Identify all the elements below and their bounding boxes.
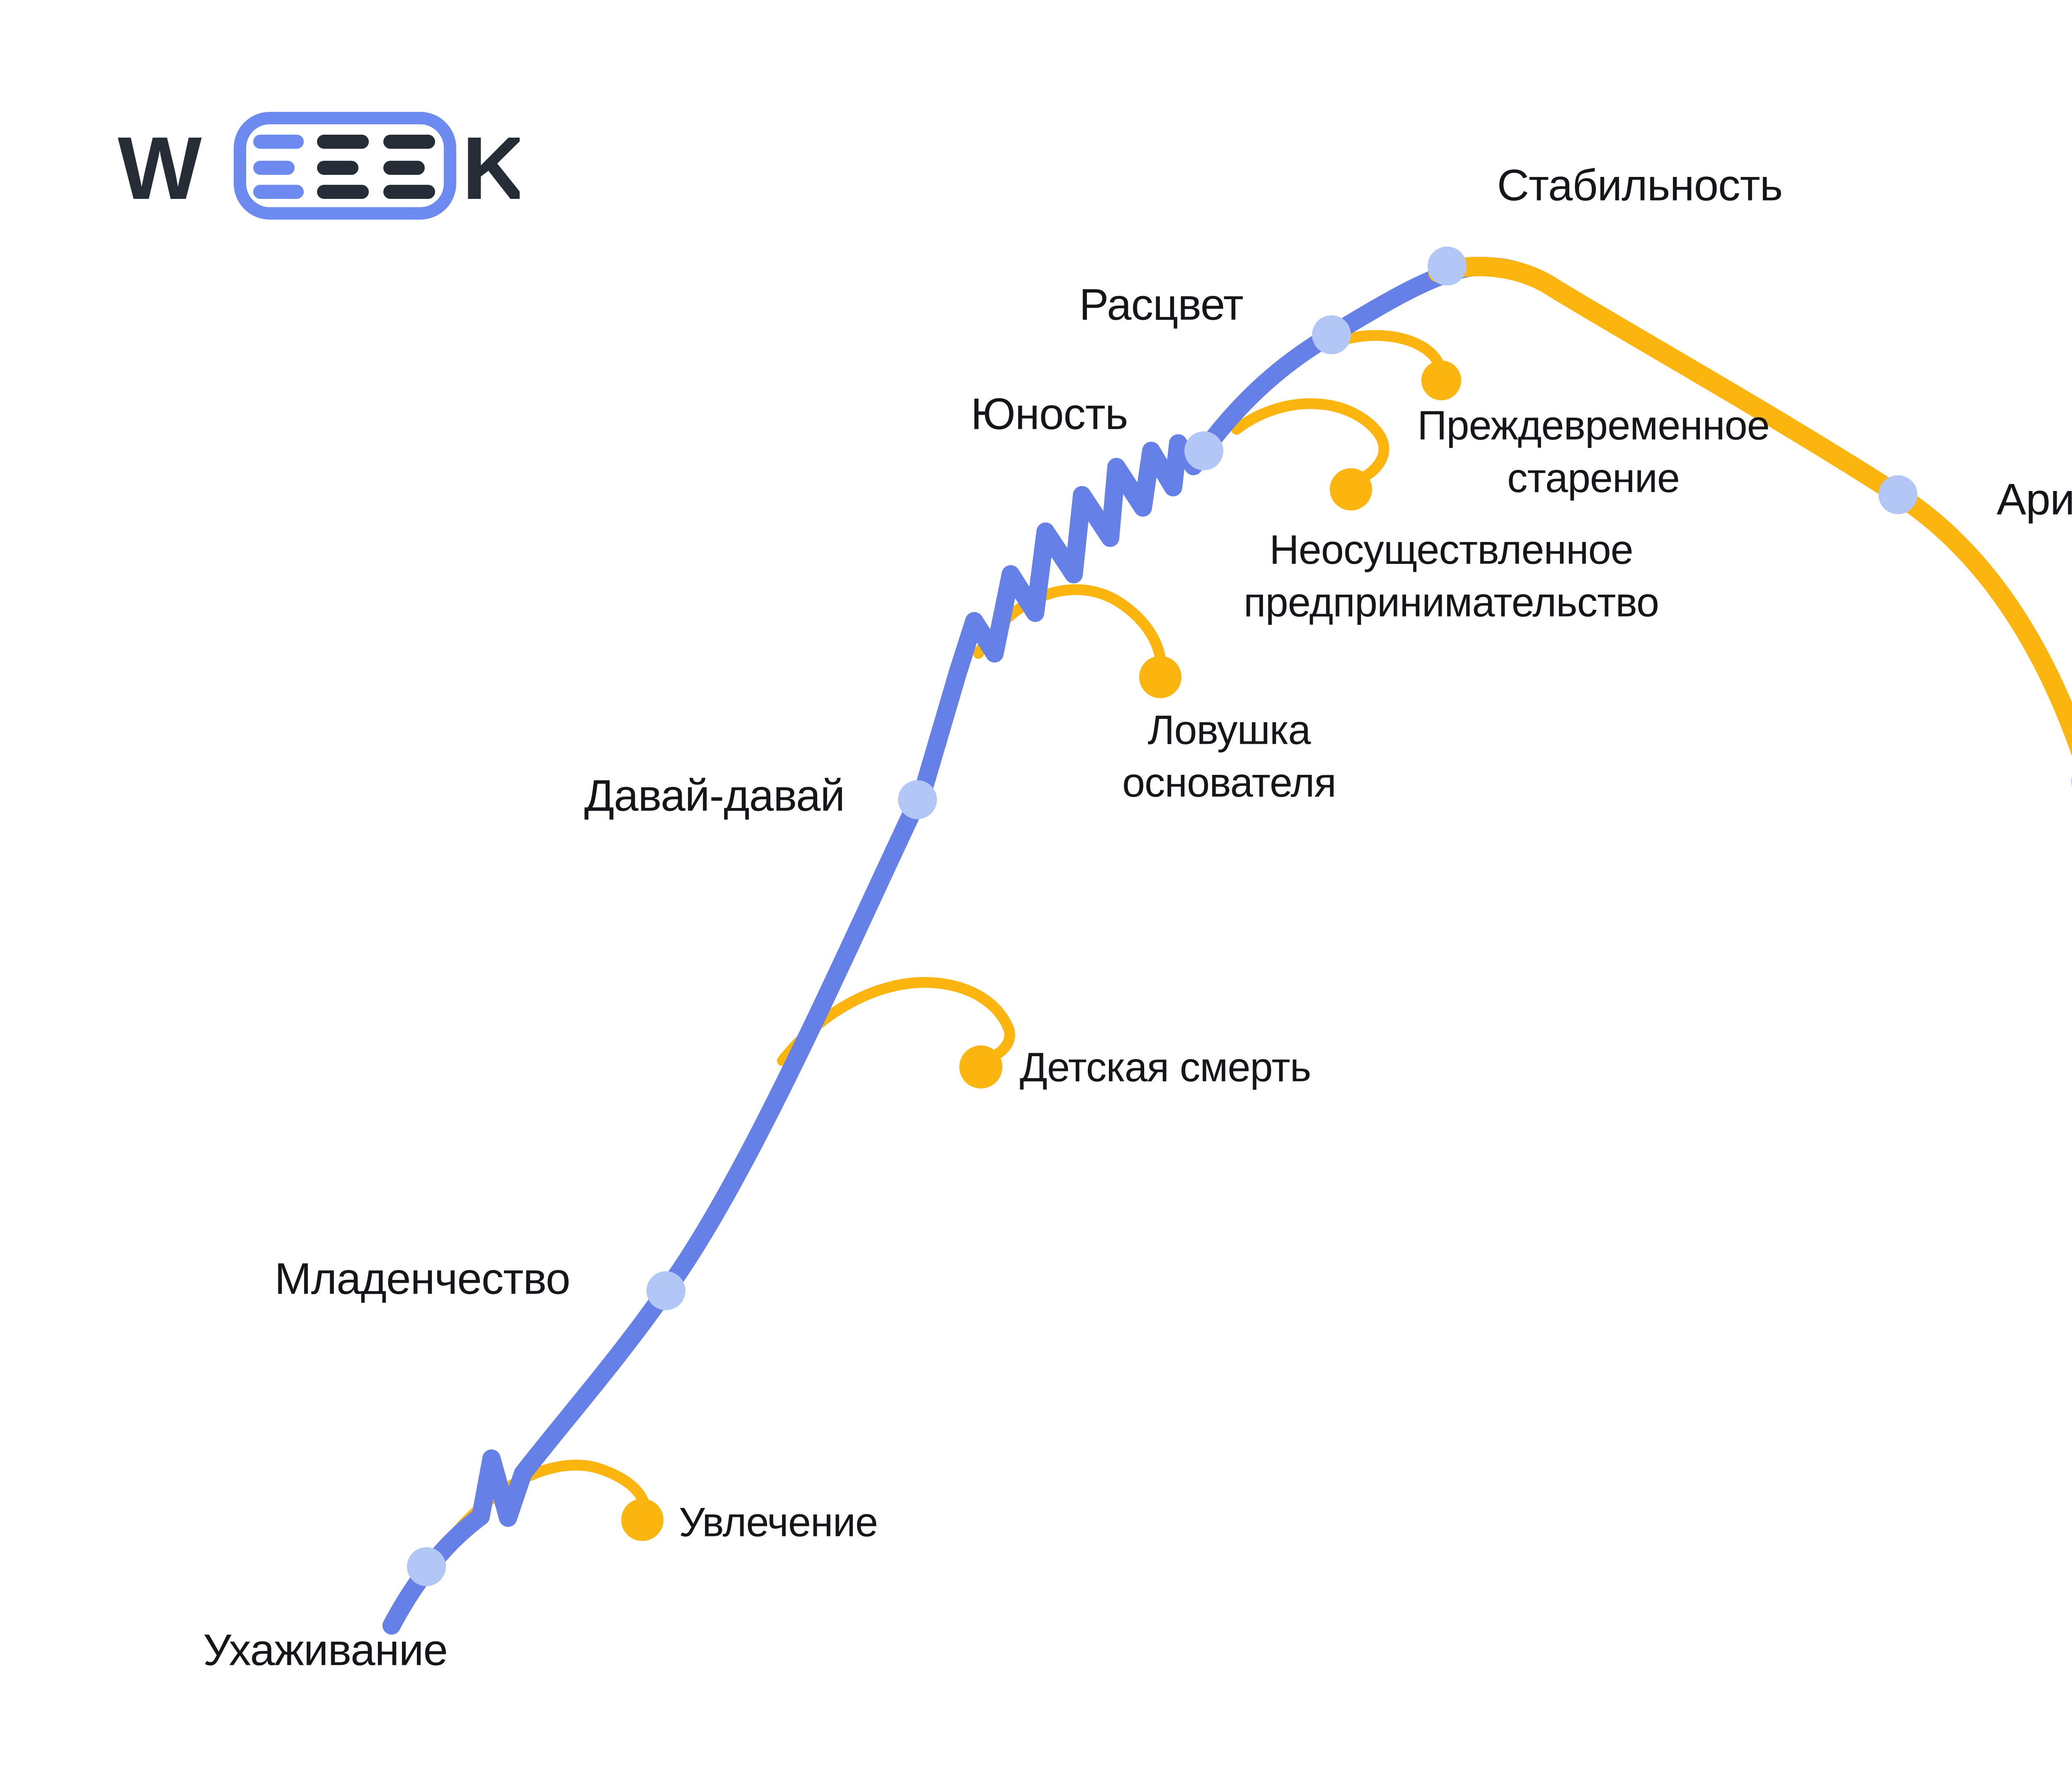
risk-label-line: старение bbox=[1507, 455, 1680, 501]
weeek-logo: W K bbox=[118, 112, 520, 220]
logo-bars-e1 bbox=[253, 135, 304, 199]
logo-bar bbox=[383, 135, 435, 149]
stage-dot-aristokratiya bbox=[1878, 475, 1917, 514]
logo-bar bbox=[253, 135, 304, 149]
logo-bar bbox=[253, 185, 304, 199]
logo-bars-e3 bbox=[383, 135, 435, 199]
logo-letter-w: W bbox=[118, 118, 202, 218]
branch-uvlechenie bbox=[432, 1459, 651, 1562]
stage-dot-yunost bbox=[1184, 431, 1223, 470]
risk-branches bbox=[432, 330, 1447, 1562]
risk-dot-prezhdevremennoe bbox=[1421, 360, 1461, 400]
risk-label-line: предпринимательство bbox=[1244, 579, 1659, 625]
stage-label-stabilnost: Стабильность bbox=[1497, 160, 1783, 210]
stage-label-mladenchestvo: Младенчество bbox=[274, 1253, 570, 1304]
stage-label-aristokratiya: Аристократия bbox=[1997, 474, 2072, 524]
curve-aging bbox=[1428, 256, 2072, 756]
stage-dots bbox=[407, 247, 2072, 1586]
risk-label-line: Неосуществленное bbox=[1269, 526, 1633, 573]
risk-label-line: Преждевременное bbox=[1417, 402, 1770, 448]
branch-neosushchestvlennoe bbox=[1231, 398, 1389, 483]
stage-label-davai-davai: Давай-давай bbox=[584, 770, 845, 820]
stage-dot-stabilnost bbox=[1428, 247, 1467, 285]
risk-dot-detskaya-smert bbox=[959, 1045, 1002, 1089]
stage-label-rascvet: Расцвет bbox=[1079, 279, 1244, 329]
risk-label-neosushchestvlennoe: Неосуществленное предпринимательство bbox=[1244, 523, 1659, 628]
risk-dot-uvlechenie bbox=[621, 1499, 663, 1541]
branch-detskaya-smert bbox=[777, 977, 1015, 1066]
risk-label-lovushka: Ловушка основателя bbox=[1122, 704, 1336, 808]
stage-dot-mladenchestvo bbox=[646, 1271, 685, 1310]
logo-bar bbox=[253, 161, 295, 175]
logo-bar bbox=[317, 161, 358, 175]
risk-label-line: основателя bbox=[1122, 759, 1336, 805]
risk-dot-neosushchestvlennoe bbox=[1330, 468, 1372, 510]
risk-label-prezhdevremennoe: Преждевременное старение bbox=[1417, 399, 1770, 504]
logo-bar bbox=[317, 185, 369, 199]
risk-dot-lovushka bbox=[1139, 656, 1181, 698]
logo-frame bbox=[234, 112, 456, 220]
logo-bars-e2 bbox=[317, 135, 369, 199]
curve-growth bbox=[382, 257, 1524, 1635]
logo-bar bbox=[383, 161, 425, 175]
logo-bar bbox=[317, 135, 369, 149]
risk-label-line: Ловушка bbox=[1147, 706, 1311, 753]
stage-label-uhazhivanie: Ухаживание bbox=[203, 1625, 448, 1675]
stage-dot-davai-davai bbox=[898, 780, 937, 819]
stage-label-yunost: Юность bbox=[971, 389, 1128, 439]
risk-dots bbox=[621, 360, 1461, 1541]
stage-dot-uhazhivanie bbox=[407, 1547, 446, 1586]
risk-label-uvlechenie: Увлечение bbox=[679, 1499, 878, 1545]
risk-label-detskaya-smert: Детская смерть bbox=[1019, 1044, 1312, 1090]
logo-letter-k: K bbox=[462, 118, 520, 218]
stage-dot-rascvet bbox=[1312, 315, 1351, 354]
logo-bar bbox=[383, 185, 435, 199]
